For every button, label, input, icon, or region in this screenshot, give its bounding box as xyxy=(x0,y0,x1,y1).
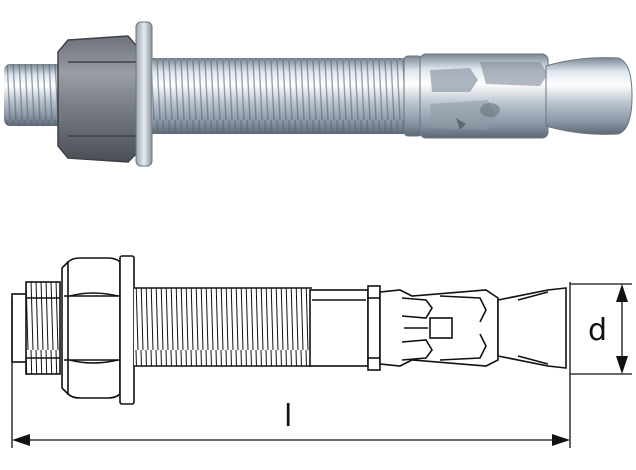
threaded-shank-photo xyxy=(152,58,410,134)
bolt-tip-drawing xyxy=(11,281,61,375)
hex-nut-photo xyxy=(57,35,141,163)
length-label: l xyxy=(284,399,292,434)
anchor-bolt-photo xyxy=(4,21,633,167)
length-dimension xyxy=(11,282,571,448)
washer-photo xyxy=(135,21,153,167)
expansion-clip-drawing xyxy=(367,285,499,371)
hex-nut-drawing xyxy=(61,257,121,399)
clip-slot-drawing xyxy=(429,317,453,339)
washer-drawing xyxy=(119,255,135,405)
anchor-bolt-drawing xyxy=(11,255,632,448)
cone-end-drawing xyxy=(497,287,567,369)
cone-end-photo xyxy=(545,57,633,135)
bolt-tip-photo xyxy=(4,64,74,126)
threaded-shank-drawing xyxy=(134,287,312,367)
diameter-label: d xyxy=(588,313,607,348)
smooth-neck-drawing xyxy=(309,289,369,367)
diameter-dimension xyxy=(570,283,632,375)
clip-ring-photo xyxy=(403,55,423,137)
expansion-sleeve-photo xyxy=(419,53,549,139)
